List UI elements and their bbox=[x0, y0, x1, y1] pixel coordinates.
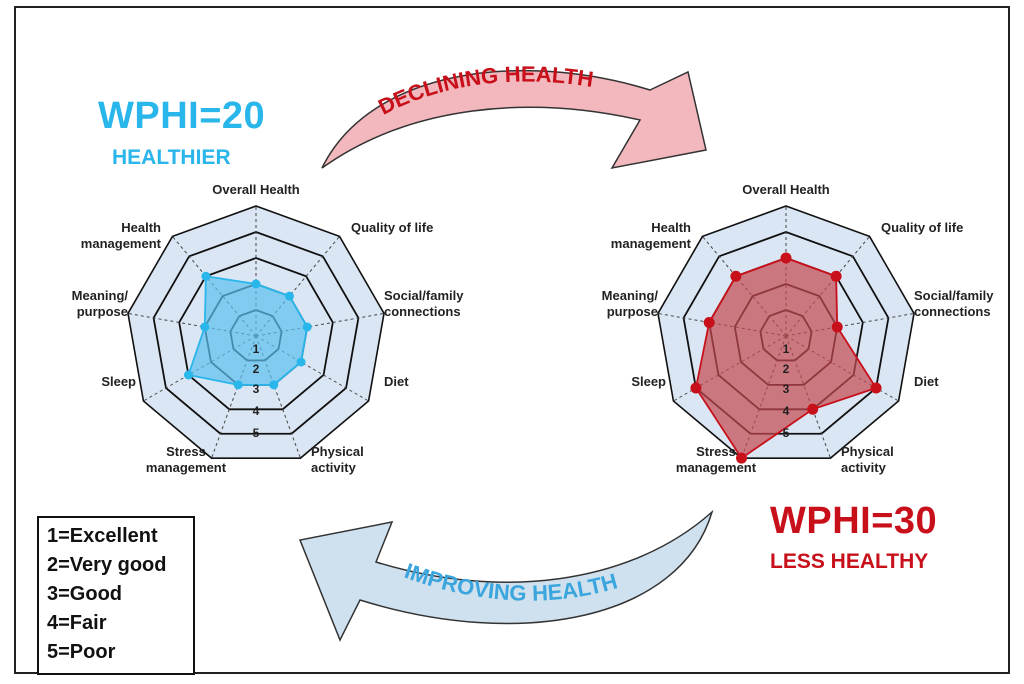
right-data-point bbox=[736, 452, 748, 464]
radar-spoke bbox=[702, 236, 787, 337]
radar-spoke bbox=[143, 335, 257, 402]
ring-number-4: 4 bbox=[783, 404, 790, 418]
ring-number-2: 2 bbox=[253, 362, 260, 376]
radar-spoke bbox=[255, 335, 369, 402]
left-data-point bbox=[233, 380, 243, 390]
right-data-point bbox=[831, 321, 843, 333]
left-data-point bbox=[201, 271, 211, 281]
radar-spoke bbox=[657, 312, 787, 337]
declining-health-arrow: DECLINING HEALTH bbox=[321, 61, 707, 170]
axis-label: Meaning/purpose bbox=[602, 288, 659, 319]
left-wphi-score: WPHI=20 bbox=[98, 95, 266, 137]
legend-item-good: 3=Good bbox=[47, 583, 123, 605]
right-data-point bbox=[830, 270, 842, 282]
radar-spoke bbox=[255, 236, 340, 337]
axis-label: Quality of life bbox=[881, 220, 963, 235]
right-health-status: LESS HEALTHY bbox=[770, 550, 929, 573]
ring-number-5: 5 bbox=[783, 426, 790, 440]
radar-spoke bbox=[785, 312, 915, 337]
legend-item-poor: 5=Poor bbox=[47, 641, 116, 663]
right-data-area bbox=[694, 257, 878, 460]
radar-spoke bbox=[127, 312, 257, 337]
rating-legend: 1=Excellent 2=Very good 3=Good 4=Fair 5=… bbox=[37, 516, 195, 675]
axis-label: Diet bbox=[914, 374, 939, 389]
axis-label: Sleep bbox=[101, 374, 136, 389]
left-data-point bbox=[251, 279, 261, 289]
right-data-point bbox=[780, 252, 792, 264]
improving-health-arrow: IMPROVING HEALTH bbox=[298, 509, 714, 642]
right-data-point bbox=[870, 382, 882, 394]
axis-label: Diet bbox=[384, 374, 409, 389]
ring-number-3: 3 bbox=[783, 382, 790, 396]
radar-spoke bbox=[172, 236, 257, 337]
radar-spoke bbox=[785, 335, 831, 459]
right-data-point bbox=[703, 316, 715, 328]
radar-spoke bbox=[255, 312, 385, 337]
ring-number-1: 1 bbox=[253, 342, 260, 356]
right-data-point bbox=[730, 270, 742, 282]
ring-number-3: 3 bbox=[253, 382, 260, 396]
radar-spoke bbox=[255, 335, 301, 459]
legend-item-excellent: 1=Excellent bbox=[47, 525, 158, 547]
left-health-status: HEALTHIER bbox=[112, 146, 231, 169]
ring-number-5: 5 bbox=[253, 426, 260, 440]
radar-spoke bbox=[211, 335, 257, 459]
left-data-point bbox=[296, 357, 306, 367]
left-data-point bbox=[284, 291, 294, 301]
left-data-point bbox=[183, 370, 193, 380]
right-data-point bbox=[690, 382, 702, 394]
left-data-point bbox=[302, 322, 312, 332]
left-data-point bbox=[269, 380, 279, 390]
legend-item-very-good: 2=Very good bbox=[47, 554, 167, 576]
axis-label: Overall Health bbox=[742, 182, 829, 197]
ring-number-2: 2 bbox=[783, 362, 790, 376]
left-data-point bbox=[200, 322, 210, 332]
axis-label: Meaning/purpose bbox=[72, 288, 129, 319]
ring-number-4: 4 bbox=[253, 404, 260, 418]
legend-item-fair: 4=Fair bbox=[47, 612, 107, 634]
radar-spoke bbox=[785, 236, 870, 337]
right-wphi-score: WPHI=30 bbox=[770, 500, 938, 542]
axis-label: Overall Health bbox=[212, 182, 299, 197]
right-data-point bbox=[807, 403, 819, 415]
axis-label: Quality of life bbox=[351, 220, 433, 235]
axis-label: Sleep bbox=[631, 374, 666, 389]
left-data-area bbox=[187, 275, 309, 386]
ring-number-1: 1 bbox=[783, 342, 790, 356]
